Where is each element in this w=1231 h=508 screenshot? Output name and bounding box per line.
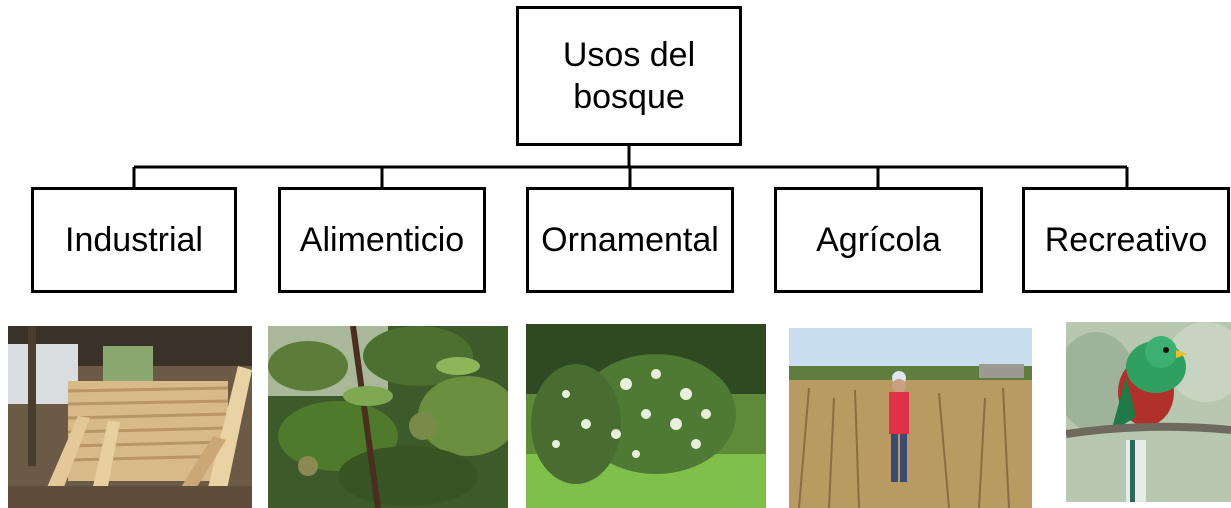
node-label: Alimenticio	[299, 220, 465, 259]
node-industrial: Industrial	[31, 187, 237, 293]
ornamental-shrub-photo	[526, 324, 766, 508]
quetzal-bird-photo	[1066, 322, 1231, 502]
root-node: Usos del bosque	[516, 6, 742, 146]
node-label: Agrícola	[816, 220, 941, 259]
node-label: Recreativo	[1044, 220, 1208, 259]
node-label: Industrial	[65, 220, 203, 259]
agricultural-field-photo	[789, 328, 1032, 508]
node-recreativo: Recreativo	[1022, 187, 1230, 293]
foliage-photo	[268, 326, 508, 508]
lumber-photo	[8, 326, 252, 508]
root-node-label: Usos del bosque	[562, 36, 696, 116]
node-agricola: Agrícola	[774, 187, 983, 293]
node-alimenticio: Alimenticio	[278, 187, 486, 293]
node-label: Ornamental	[541, 220, 719, 259]
node-ornamental: Ornamental	[526, 187, 734, 293]
